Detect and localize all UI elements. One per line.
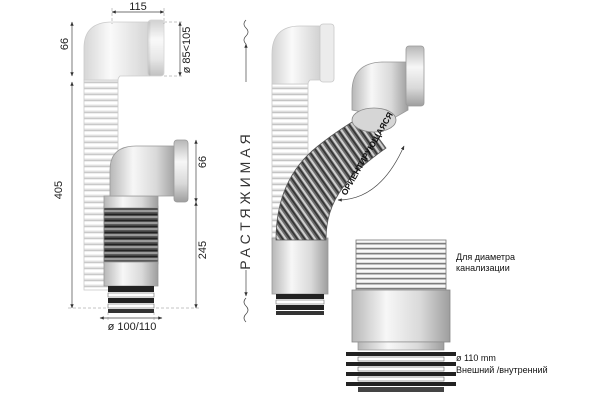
right-figure: Для диаметра канализации ø 110 mm Внешни… <box>346 239 548 392</box>
left-dimensions: 115 66 ø 85<105 405 66 245 ø 100/110 <box>53 1 209 333</box>
compressed-pipe <box>103 139 189 313</box>
dim-115: 115 <box>129 1 147 13</box>
outlet-diameter-label: ø 110 mm <box>456 353 496 363</box>
stretchable-label: РАСТЯЖИМАЯ <box>237 130 253 270</box>
sleeve-section <box>351 289 451 343</box>
outlet-type-label: Внешний /внутренний <box>456 365 548 375</box>
dim-245: 245 <box>197 241 209 259</box>
sewer-diameter-label-2: канализации <box>456 263 510 273</box>
dim-405: 405 <box>53 181 65 199</box>
dim-diameter-top: ø 85<105 <box>181 27 193 74</box>
dim-66-top: 66 <box>59 38 71 50</box>
stretch-indicator: РАСТЯЖИМАЯ <box>237 19 253 323</box>
dim-66-mid: 66 <box>197 156 209 168</box>
corrugated-section <box>355 239 447 293</box>
middle-figure: РАСТЯЖИМАЯ ОРИЕНТИРУЮЩАЯСЯ <box>237 19 425 323</box>
dim-diameter-bottom: ø 100/110 <box>108 321 157 333</box>
sewer-diameter-label-1: Для диаметра <box>456 252 515 262</box>
left-figure: 115 66 ø 85<105 405 66 245 ø 100/110 <box>53 1 209 333</box>
outlet-rings <box>346 352 456 392</box>
